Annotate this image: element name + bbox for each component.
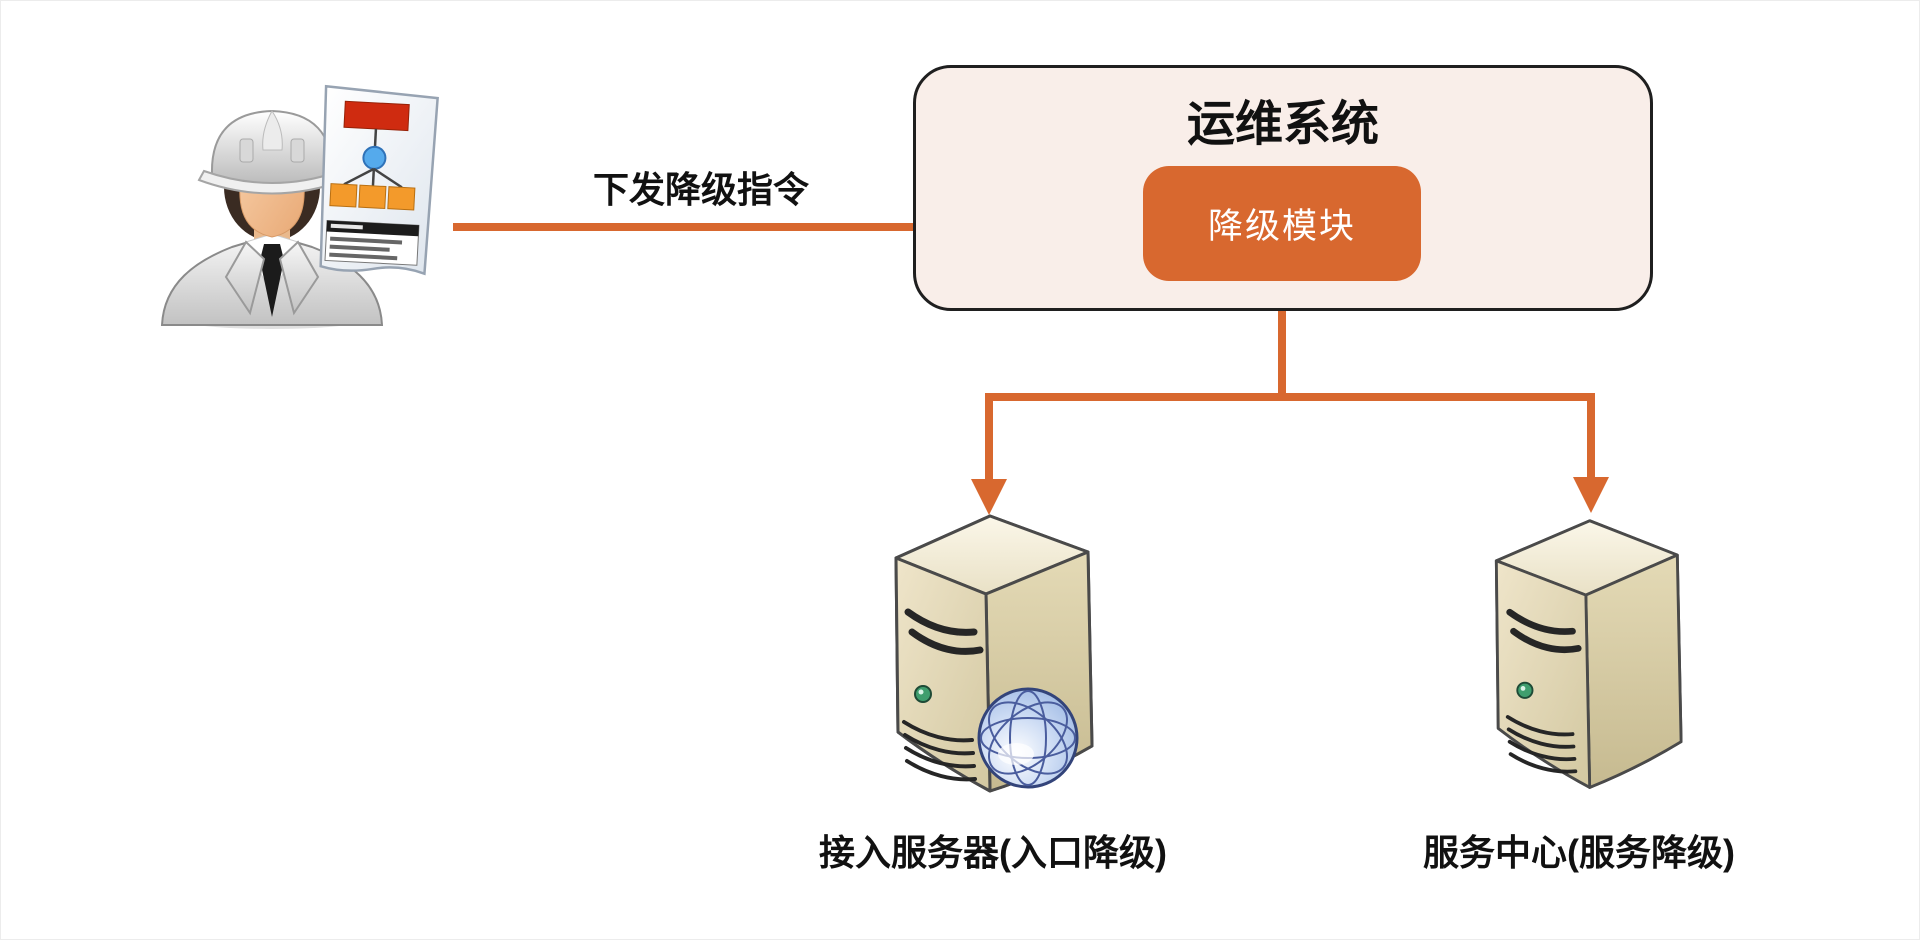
ops-system-box: 运维系统 降级模块: [913, 65, 1653, 311]
access-server-label: 接入服务器(入口降级): [819, 832, 1167, 873]
command-arrow-label: 下发降级指令: [592, 169, 809, 210]
power-led: [914, 685, 932, 703]
tie: [260, 244, 284, 317]
downgrade-module-node: 降级模块: [1143, 166, 1421, 281]
access-server-arrowhead: [971, 479, 1007, 515]
globe-icon: [977, 687, 1079, 789]
server-side-face: [1584, 553, 1683, 789]
server-front-face: [894, 556, 992, 793]
downgrade-plan-document-icon: [319, 84, 439, 276]
service-center-arrowhead: [1573, 477, 1609, 513]
server-icon: [1494, 519, 1683, 789]
web-server-icon: [894, 514, 1094, 793]
ops-system-title: 运维系统: [1186, 98, 1379, 151]
flowchart-root-node: [343, 100, 410, 132]
power-led: [1516, 681, 1534, 699]
flowchart-decision-node: [362, 145, 387, 170]
service-center-label: 服务中心(服务降级): [1423, 832, 1735, 873]
